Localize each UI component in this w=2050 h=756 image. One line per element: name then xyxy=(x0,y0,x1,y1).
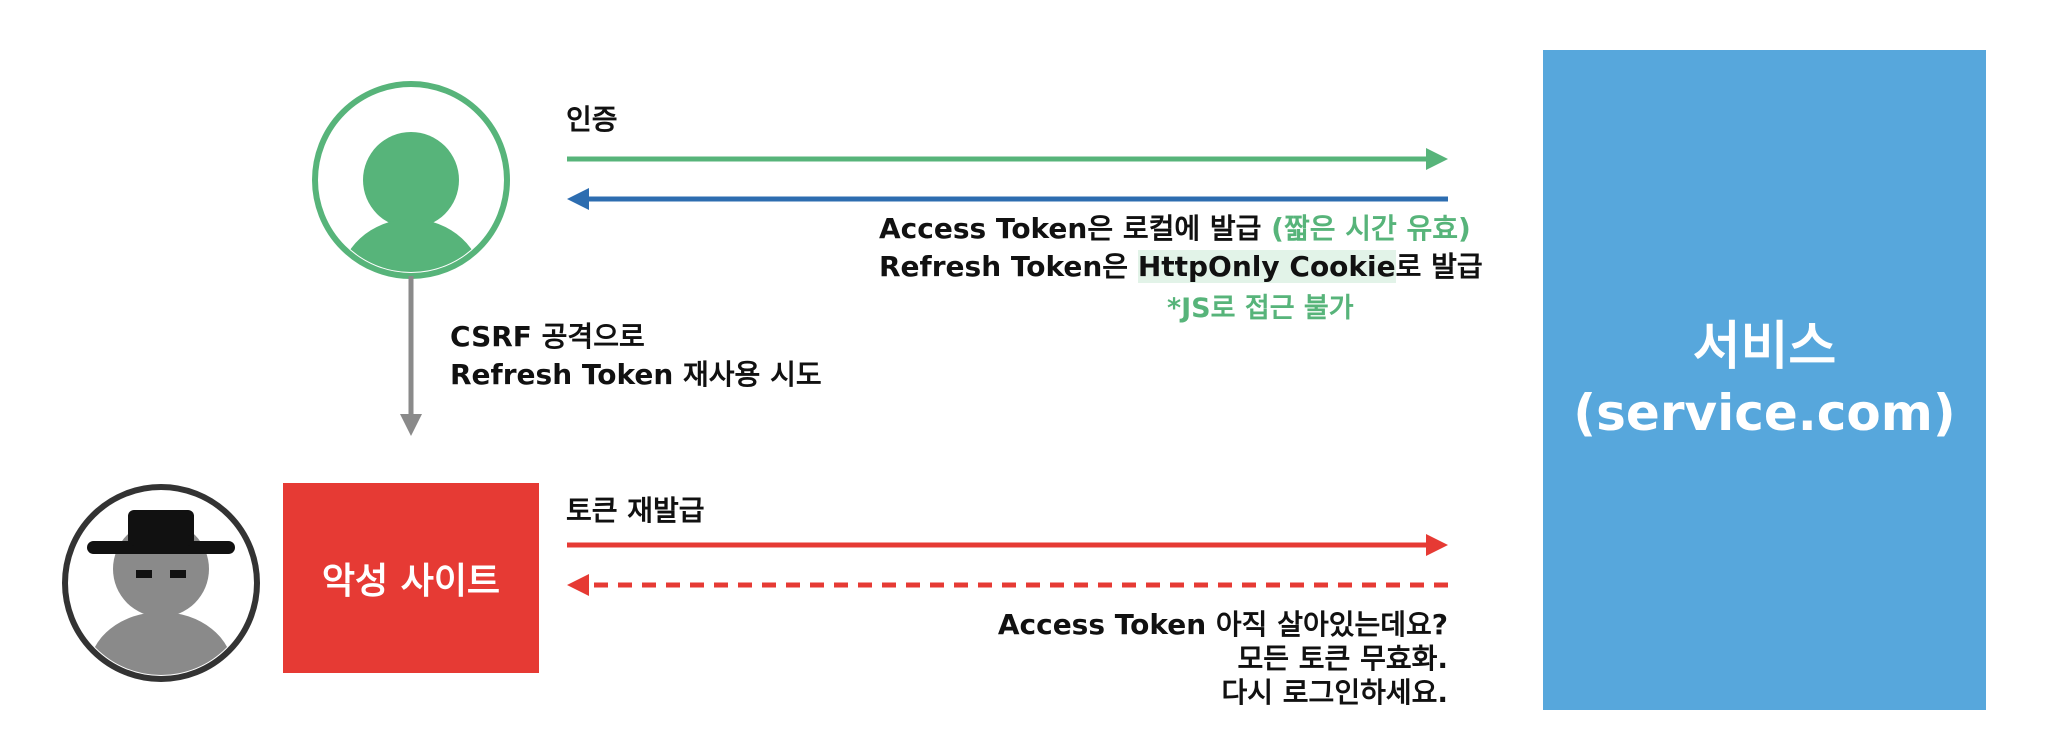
reissue-arrow xyxy=(567,534,1448,556)
reissue-label: 토큰 재발급 xyxy=(566,494,705,527)
refresh-token-prefix: Refresh Token은 xyxy=(879,250,1138,283)
response-line-2: 모든 토큰 무효화. xyxy=(1237,642,1448,675)
csrf-label-line1: CSRF 공격으로 xyxy=(450,320,645,353)
user-icon xyxy=(312,81,510,279)
access-token-note: (짧은 시간 유효) xyxy=(1271,212,1471,245)
response-line-1: Access Token 아직 살아있는데요? xyxy=(997,608,1448,641)
auth-label: 인증 xyxy=(566,103,618,136)
token-issue-arrow xyxy=(567,188,1448,210)
httponly-cookie-highlight: HttpOnly Cookie xyxy=(1137,250,1396,283)
refresh-token-suffix: 로 발급 xyxy=(1395,250,1483,283)
rejection-arrow xyxy=(567,574,1448,596)
access-token-prefix: Access Token은 로컬에 발급 xyxy=(879,212,1272,245)
access-token-text: Access Token은 로컬에 발급 (짧은 시간 유효) xyxy=(879,210,1471,248)
csrf-label-line2: Refresh Token 재사용 시도 xyxy=(450,358,822,391)
auth-arrow xyxy=(567,148,1448,170)
js-note: *JS로 접근 불가 xyxy=(1167,293,1354,324)
service-name: 서비스 xyxy=(1692,317,1837,377)
response-line-3: 다시 로그인하세요. xyxy=(1221,676,1448,709)
csrf-arrow xyxy=(400,276,422,436)
refresh-token-text: Refresh Token은 HttpOnly Cookie로 발급 xyxy=(879,248,1483,286)
service-domain: (service.com) xyxy=(1573,384,1956,442)
malicious-site-box: 악성 사이트 xyxy=(283,483,539,673)
service-box: 서비스 (service.com) xyxy=(1543,50,1986,710)
attacker-icon xyxy=(62,484,260,682)
malicious-site-label: 악성 사이트 xyxy=(321,561,501,602)
